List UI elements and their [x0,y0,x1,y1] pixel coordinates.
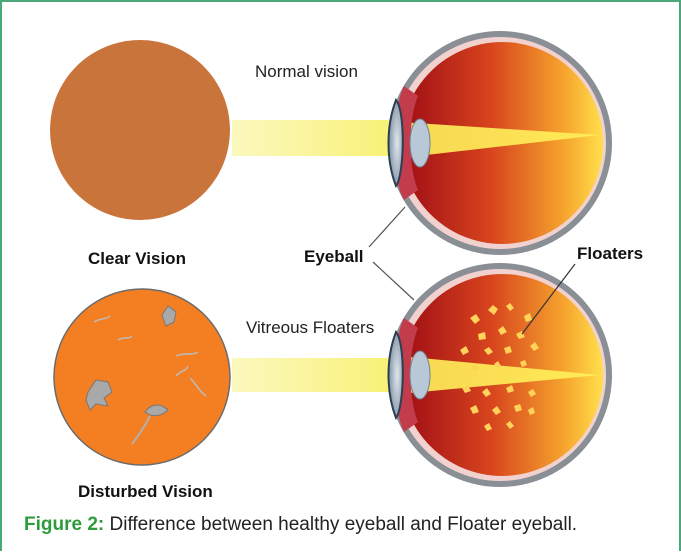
caption-text: Difference between healthy eyeball and F… [110,514,578,535]
normal-vision-label: Normal vision [255,62,358,82]
clear-vision-disc [50,40,230,220]
disturbed-vision-label: Disturbed Vision [78,482,213,502]
floater-eyeball [388,263,612,487]
figure-caption: Figure 2: Difference between healthy eye… [24,514,577,536]
eyeball-pointer-top [369,207,405,247]
vitreous-floaters-label: Vitreous Floaters [246,318,374,338]
healthy-eyeball [388,31,612,255]
eyeball-pointer-bottom [373,262,414,300]
eyeball-label: Eyeball [304,247,364,267]
floaters-label: Floaters [577,244,643,264]
disturbed-vision-disc [54,289,230,465]
clear-vision-label: Clear Vision [88,249,186,269]
figure-number: Figure 2: [24,514,104,535]
